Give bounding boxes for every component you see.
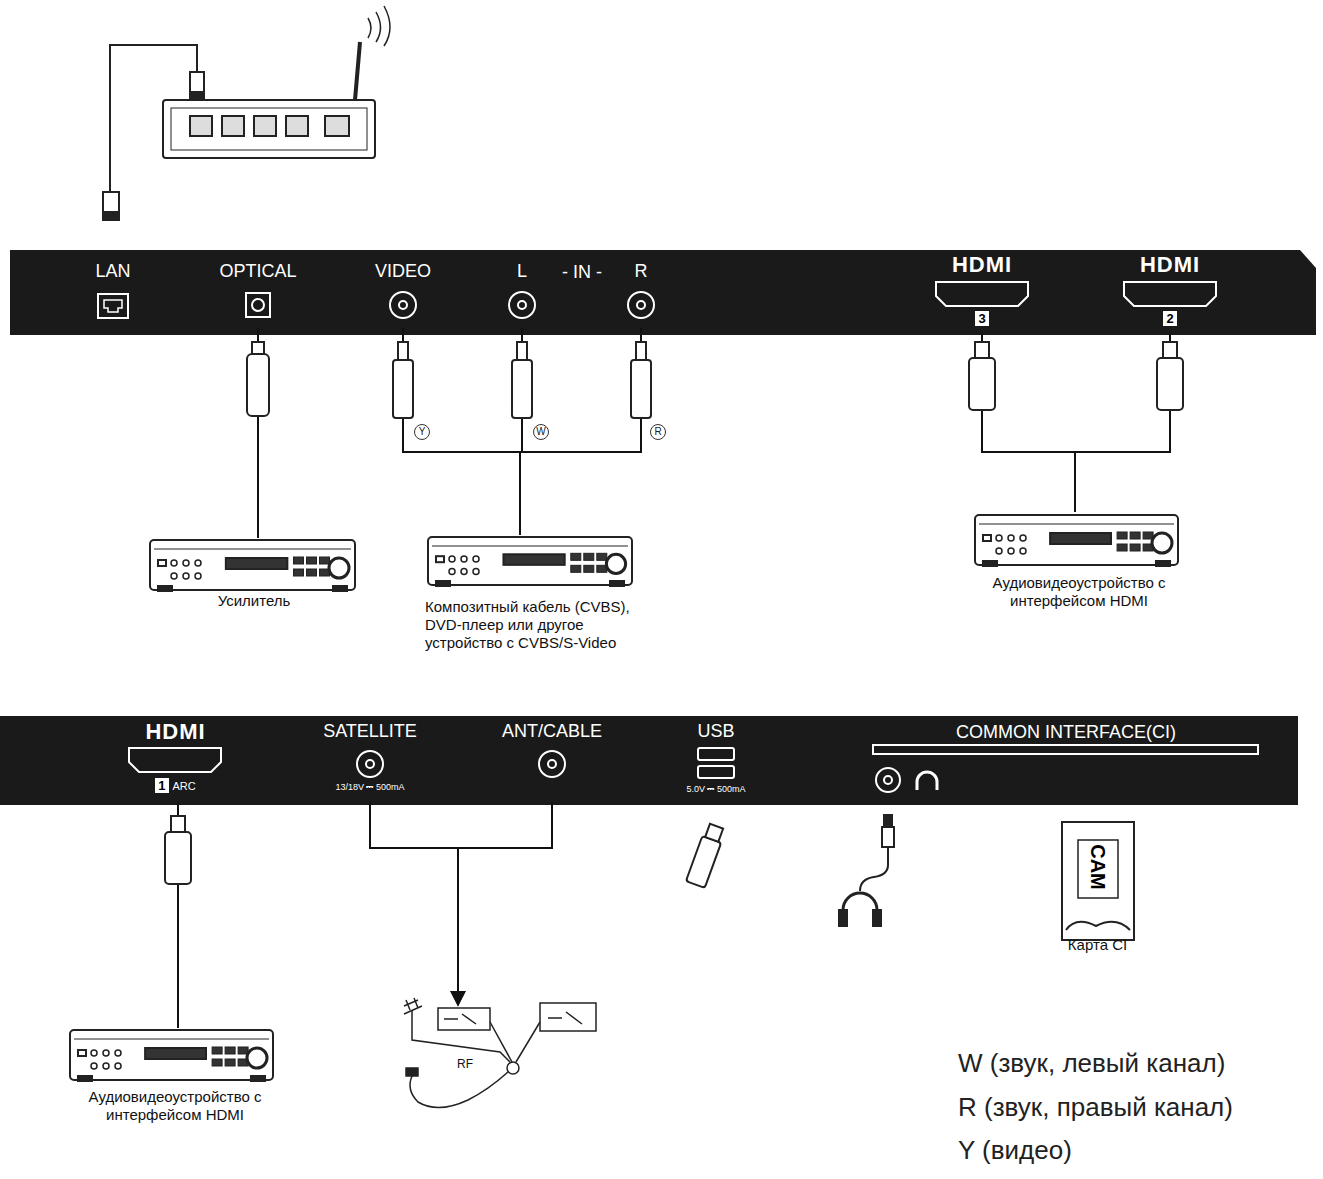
satellite-jack: SATELLITE 13/18V ⎓ 500mA <box>305 720 435 802</box>
port-label: USB <box>668 720 764 742</box>
cable <box>1075 333 1170 512</box>
device-drawing <box>428 537 632 586</box>
amplifier: Усилитель <box>148 538 360 612</box>
hdmi-device: Аудиовидеоустройство с интерфейсом HDMI <box>55 1028 295 1136</box>
cable <box>458 802 552 1005</box>
port-label: HDMI <box>932 253 1032 277</box>
tv-panel <box>10 250 1316 335</box>
cable <box>520 328 641 535</box>
router <box>103 6 390 220</box>
hdmi-device: Аудиовидеоустройство с интерфейсом HDMI <box>966 512 1192 618</box>
wire-letter: Y <box>414 424 430 440</box>
dvd-player: Композитный кабель (CVBS), DVD-плеер или… <box>425 535 643 685</box>
port-label: HDMI <box>1120 253 1220 277</box>
legend-note: R (звук, правый канал) <box>958 1092 1233 1122</box>
port-label: ANT/CABLE <box>490 720 614 742</box>
tv-panel <box>0 716 1298 805</box>
jacks <box>98 282 1258 792</box>
port-label: VIDEO <box>368 260 438 282</box>
usb-stick <box>686 823 726 888</box>
port-number: 1 <box>155 778 168 793</box>
hdmi-port: HDMI 1 ARC <box>118 720 233 802</box>
port-number: 2 <box>1163 311 1176 326</box>
device-label: Карта CI <box>1050 936 1145 954</box>
port-label: 13/18V ⎓ 500mA <box>305 782 435 793</box>
port-label: HDMI <box>118 720 233 744</box>
port-label: RF <box>456 1057 474 1071</box>
port-label: COMMON INTERFACE(CI) <box>870 721 1262 743</box>
port-number: 3 <box>975 311 988 326</box>
device-label: Усилитель <box>148 592 360 610</box>
device-drawing <box>70 1030 273 1081</box>
ci-card: CAM Карта CI <box>1050 818 1145 970</box>
antenna-jack: ANT/CABLE <box>490 720 614 802</box>
usb-port: USB 5.0V ⎓ 500mA <box>668 720 764 802</box>
video-jack: VIDEO <box>368 260 438 328</box>
ci-slot: COMMON INTERFACE(CI) <box>870 721 1262 747</box>
audio-left-jack: L <box>507 260 537 328</box>
device-drawing <box>150 540 355 591</box>
cable <box>403 328 520 535</box>
device-label: Аудиовидеоустройство с интерфейсом HDMI <box>966 574 1192 610</box>
port-label: ARC <box>173 779 196 794</box>
port-label: R <box>626 260 656 282</box>
device-label: Композитный кабель (CVBS), DVD-плеер или… <box>425 598 643 652</box>
optical-port: OPTICAL <box>213 260 303 328</box>
port-label: CAM <box>1087 820 1109 915</box>
cable <box>370 802 458 1005</box>
headphones <box>839 815 894 926</box>
lan-port: LAN <box>83 260 143 328</box>
port-label: 5.0V ⎓ 500mA <box>668 784 764 795</box>
port-label: - IN - <box>562 261 602 283</box>
port-label: SATELLITE <box>305 720 435 742</box>
device-drawing <box>975 515 1178 566</box>
audio-right-jack: R <box>626 260 656 328</box>
port-label: L <box>507 260 537 282</box>
device-label: Аудиовидеоустройство с интерфейсом HDMI <box>55 1088 295 1124</box>
antenna-illustration <box>404 998 596 1108</box>
wire-letter: R <box>650 424 666 440</box>
hdmi-port: HDMI 2 <box>1120 253 1220 333</box>
wire-letter: W <box>533 424 549 440</box>
cable <box>982 333 1075 512</box>
legend-note: Y (видео) <box>958 1135 1072 1165</box>
port-label: OPTICAL <box>213 260 303 282</box>
hdmi-port: HDMI 3 <box>932 253 1032 333</box>
antenna-cable: RF <box>400 1005 600 1110</box>
port-label: LAN <box>83 260 143 282</box>
legend-note: W (звук, левый канал) <box>958 1048 1225 1078</box>
